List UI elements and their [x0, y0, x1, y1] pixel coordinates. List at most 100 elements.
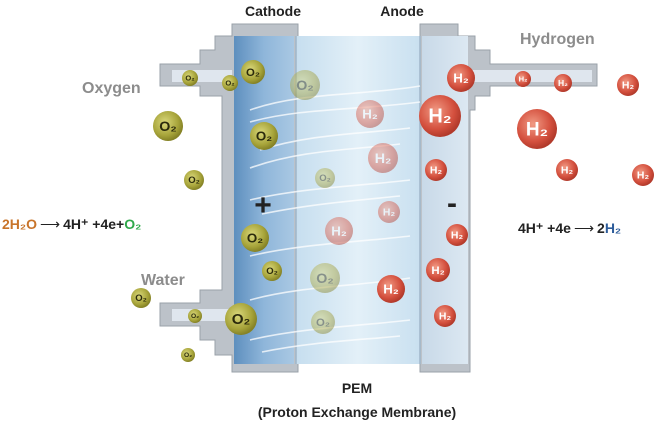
h2-molecule-label: H₂ [558, 78, 568, 88]
h2-molecule-circle [517, 109, 557, 149]
o2-molecule: O₂ [131, 288, 151, 308]
h2-molecule-label: H₂ [428, 106, 451, 128]
o2-molecule: O₂ [250, 122, 278, 150]
o2-molecule: O₂ [184, 170, 204, 190]
h2-molecule: H₂ [426, 258, 450, 282]
pem-full-label: (Proton Exchange Membrane) [258, 404, 456, 420]
h2-molecule: H₂ [556, 159, 578, 181]
o2-molecule: O₂ [181, 348, 195, 362]
o2-molecule-circle [222, 75, 238, 91]
o2-molecule: O₂ [310, 263, 340, 293]
o2-molecule-circle [310, 263, 340, 293]
h2-molecule: H₂ [434, 305, 456, 327]
h2-molecule-circle [447, 64, 475, 92]
h2-molecule: H₂ [377, 275, 405, 303]
h2-molecule-label: H₂ [362, 106, 378, 121]
o2-molecule-circle [241, 224, 269, 252]
o2-molecule: O₂ [315, 168, 335, 188]
molecule-layer: O₂ O₂ O₂ O₂ O₂ O₂ O₂ O₂ O₂ O₂ O₂ O₂ O₂ O₂ O₂ O₂ H₂ H₂ H₂ H₂… [131, 60, 654, 362]
h2-molecule-circle [425, 159, 447, 181]
o2-molecule-label: O₂ [191, 313, 199, 320]
o2-molecule-label: O₂ [246, 67, 260, 79]
o2-molecule: O₂ [241, 60, 265, 84]
hydrogen-label: Hydrogen [520, 31, 595, 48]
o2-molecule: O₂ [241, 224, 269, 252]
h2-molecule-label: H₂ [561, 166, 574, 177]
h2-molecule-circle [419, 95, 461, 137]
h2-molecule-label: H₂ [431, 265, 444, 277]
o2-molecule-label: O₂ [319, 173, 331, 184]
o2-molecule-circle [225, 303, 257, 335]
o2-molecule-label: O₂ [256, 128, 272, 143]
h2-molecule-circle [617, 74, 639, 96]
o2-molecule-circle [250, 122, 278, 150]
h2-molecule-label: H₂ [375, 151, 392, 167]
h2-molecule-circle [325, 217, 353, 245]
o2-molecule: O₂ [262, 261, 282, 281]
o2-molecule-circle [188, 309, 202, 323]
h2-molecule-circle [554, 74, 572, 92]
h2-molecule-circle [556, 159, 578, 181]
o2-molecule: O₂ [222, 75, 238, 91]
o2-molecule-circle [182, 70, 198, 86]
h2-molecule-label: H₂ [453, 70, 469, 85]
o2-molecule-label: O₂ [188, 175, 200, 186]
o2-molecule-label: O₂ [247, 230, 263, 245]
anode-equation: 4H⁺ +4e⟶2H₂ [518, 220, 621, 236]
h2-molecule-circle [356, 100, 384, 128]
h2-molecule: H₂ [425, 159, 447, 181]
h2-molecule: H₂ [325, 217, 353, 245]
h2-molecule-circle [368, 143, 398, 173]
water-inlet-channel [172, 309, 232, 321]
h2-molecule-circle [426, 258, 450, 282]
h2-molecule: H₂ [515, 71, 531, 87]
h2-molecule-label: H₂ [430, 166, 443, 177]
h2-molecule-label: H₂ [451, 231, 464, 242]
o2-molecule-label: O₂ [232, 311, 251, 328]
o2-molecule-circle [153, 111, 183, 141]
plus-sign: + [254, 189, 272, 222]
h2-molecule: H₂ [517, 109, 557, 149]
o2-molecule: O₂ [311, 310, 335, 334]
h2-molecule: H₂ [356, 100, 384, 128]
o2-molecule-label: O₂ [135, 293, 147, 304]
h2-molecule-label: H₂ [439, 312, 452, 323]
cathode-equation: 2H₂O⟶4H⁺ +4e+O₂ [2, 216, 141, 232]
h2-molecule-circle [515, 71, 531, 87]
hydrogen-outlet-channel [470, 70, 592, 82]
o2-molecule-label: O₂ [266, 266, 278, 277]
o2-molecule: O₂ [153, 111, 183, 141]
minus-sign: - [447, 187, 457, 220]
h2-molecule: H₂ [632, 164, 654, 186]
o2-molecule-label: O₂ [316, 271, 333, 287]
o2-molecule: O₂ [225, 303, 257, 335]
h2-molecule: H₂ [447, 64, 475, 92]
anode-label: Anode [380, 3, 424, 19]
o2-molecule: O₂ [188, 309, 202, 323]
water-label: Water [141, 272, 185, 289]
h2-molecule-circle [378, 201, 400, 223]
o2-molecule-label: O₂ [316, 317, 330, 329]
oxygen-label: Oxygen [82, 80, 141, 97]
o2-molecule-label: O₂ [185, 74, 194, 83]
pem-label: PEM [342, 380, 372, 396]
o2-molecule-circle [131, 288, 151, 308]
h2-molecule-circle [446, 224, 468, 246]
h2-molecule: H₂ [419, 95, 461, 137]
h2-molecule-circle [632, 164, 654, 186]
h2-molecule-label: H₂ [637, 171, 650, 182]
o2-molecule-label: O₂ [184, 352, 192, 359]
o2-molecule-circle [311, 310, 335, 334]
o2-molecule-circle [184, 170, 204, 190]
cathode-label: Cathode [245, 3, 301, 19]
h2-molecule: H₂ [378, 201, 400, 223]
h2-molecule: H₂ [446, 224, 468, 246]
cell-body [159, 23, 598, 373]
h2-molecule-label: H₂ [519, 75, 528, 84]
flow-streaks [249, 85, 421, 353]
o2-molecule-label: O₂ [225, 79, 234, 88]
o2-molecule-label: O₂ [296, 78, 313, 94]
h2-molecule-circle [377, 275, 405, 303]
o2-molecule-circle [262, 261, 282, 281]
